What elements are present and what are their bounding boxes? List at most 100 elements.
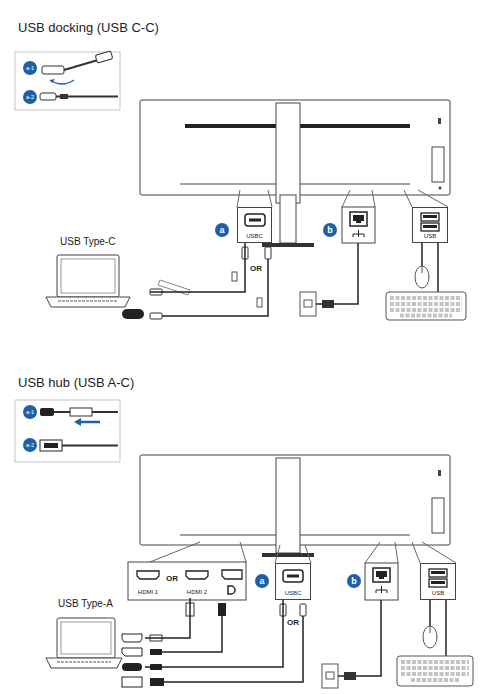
swap-arrow xyxy=(50,80,74,84)
lan-box xyxy=(342,207,375,243)
port-label: USBC xyxy=(246,233,263,240)
usbc-port-tongue xyxy=(287,575,299,578)
usb-a-plug xyxy=(150,678,164,686)
cable-battery-icon xyxy=(257,298,262,307)
usbc-plug xyxy=(300,604,306,616)
cable xyxy=(62,445,118,447)
usbc-port-icon xyxy=(245,214,265,226)
usbc-plug xyxy=(265,247,271,259)
usbc-port-icon xyxy=(283,570,303,582)
keyboard-cable xyxy=(445,600,447,656)
power-dot xyxy=(439,187,442,190)
port-backing xyxy=(275,563,311,600)
cable-plug xyxy=(42,66,64,74)
callout-number: a-2 xyxy=(23,90,37,104)
hdmi-plug xyxy=(186,603,194,616)
cable-tag xyxy=(158,280,190,295)
leader-line xyxy=(422,542,456,563)
leader-line xyxy=(395,542,398,563)
usbc-port-tongue xyxy=(249,219,261,222)
laptop-keyboard xyxy=(57,661,111,663)
usbc-plug xyxy=(150,289,162,295)
port-label: USB xyxy=(424,233,436,240)
side-ports xyxy=(432,147,444,182)
inset-frame xyxy=(15,400,120,462)
laptop-base xyxy=(46,297,130,307)
direction-arrow xyxy=(80,421,100,424)
lan-port-icon xyxy=(350,212,367,226)
mouse xyxy=(423,626,437,648)
stand-neck xyxy=(280,195,296,243)
side-port-mark xyxy=(438,118,441,124)
usb-port-box: USB xyxy=(420,563,456,600)
rj45-plug xyxy=(344,672,356,680)
lan-port-icon xyxy=(373,568,390,582)
keyboard xyxy=(397,656,473,686)
laptop-usbc-port xyxy=(122,309,144,319)
leader-line xyxy=(268,190,272,207)
port-backing xyxy=(237,207,272,243)
cable-connector xyxy=(145,600,283,667)
ethernet-cable xyxy=(338,600,381,676)
laptop-usb-a-port xyxy=(122,677,142,687)
mouse xyxy=(415,266,429,288)
leader-line xyxy=(365,542,380,563)
lan-port-notch xyxy=(376,571,387,579)
cable xyxy=(54,411,70,413)
cable-sleeve xyxy=(60,94,68,99)
connection-type-label: USB Type-C xyxy=(60,236,115,247)
ethernet-cable xyxy=(316,243,358,304)
leader-line xyxy=(150,542,200,562)
rj45-plug xyxy=(322,300,334,308)
keyboard-keys xyxy=(390,298,462,316)
laptop-node: USB Type-A xyxy=(58,598,145,686)
usb-a-tongue xyxy=(423,215,437,218)
leader-line xyxy=(404,190,412,207)
leader-line xyxy=(418,190,448,207)
stand-foot xyxy=(262,243,314,247)
usb-a-port xyxy=(421,213,439,221)
laptop-dp-port xyxy=(122,648,142,656)
usb-a-tongue xyxy=(423,225,437,228)
port-label: USB xyxy=(432,590,444,597)
laptop-usbc-port xyxy=(122,663,142,671)
hdmi-port-icon xyxy=(186,571,208,579)
hdmi-port: HDMI 2 xyxy=(179,564,215,598)
callout-letter: b xyxy=(347,574,361,588)
cable-battery-icon xyxy=(232,272,237,281)
usb-cable xyxy=(150,616,303,682)
cable-connector xyxy=(150,243,245,292)
dp-plug xyxy=(150,649,162,655)
callout-letter: a xyxy=(215,223,229,237)
usb-a-tongue xyxy=(431,571,445,574)
port-label: HDMI 1 xyxy=(138,589,158,596)
usbc-plug xyxy=(40,408,54,416)
mouse-cable xyxy=(421,243,423,266)
alternative-text: OR xyxy=(165,574,179,583)
leader-line xyxy=(342,190,350,207)
usb-a-port xyxy=(429,579,447,587)
laptop-display xyxy=(61,259,115,293)
laptop-screen xyxy=(57,255,119,297)
network-symbol xyxy=(353,230,364,237)
cable-plug xyxy=(95,51,113,63)
callout-letter: a xyxy=(255,574,269,588)
usb-a-port xyxy=(429,569,447,577)
leader-line xyxy=(275,545,280,563)
port-backing xyxy=(420,563,456,600)
callout-number: a-2 xyxy=(23,438,37,452)
usb-a-tongue xyxy=(431,581,445,584)
port-label: HDMI 2 xyxy=(187,589,207,596)
laptop-screen xyxy=(57,618,115,658)
hdmi-port: HDMI 1 xyxy=(130,564,166,598)
wall-socket xyxy=(322,664,338,688)
laptop-display xyxy=(61,622,111,654)
wall-socket xyxy=(300,292,316,316)
leader-line xyxy=(305,545,311,563)
leader-line xyxy=(240,542,246,562)
dp-logo xyxy=(228,586,235,594)
alternative-text: OR xyxy=(249,264,263,273)
usbc-plug xyxy=(280,604,286,616)
